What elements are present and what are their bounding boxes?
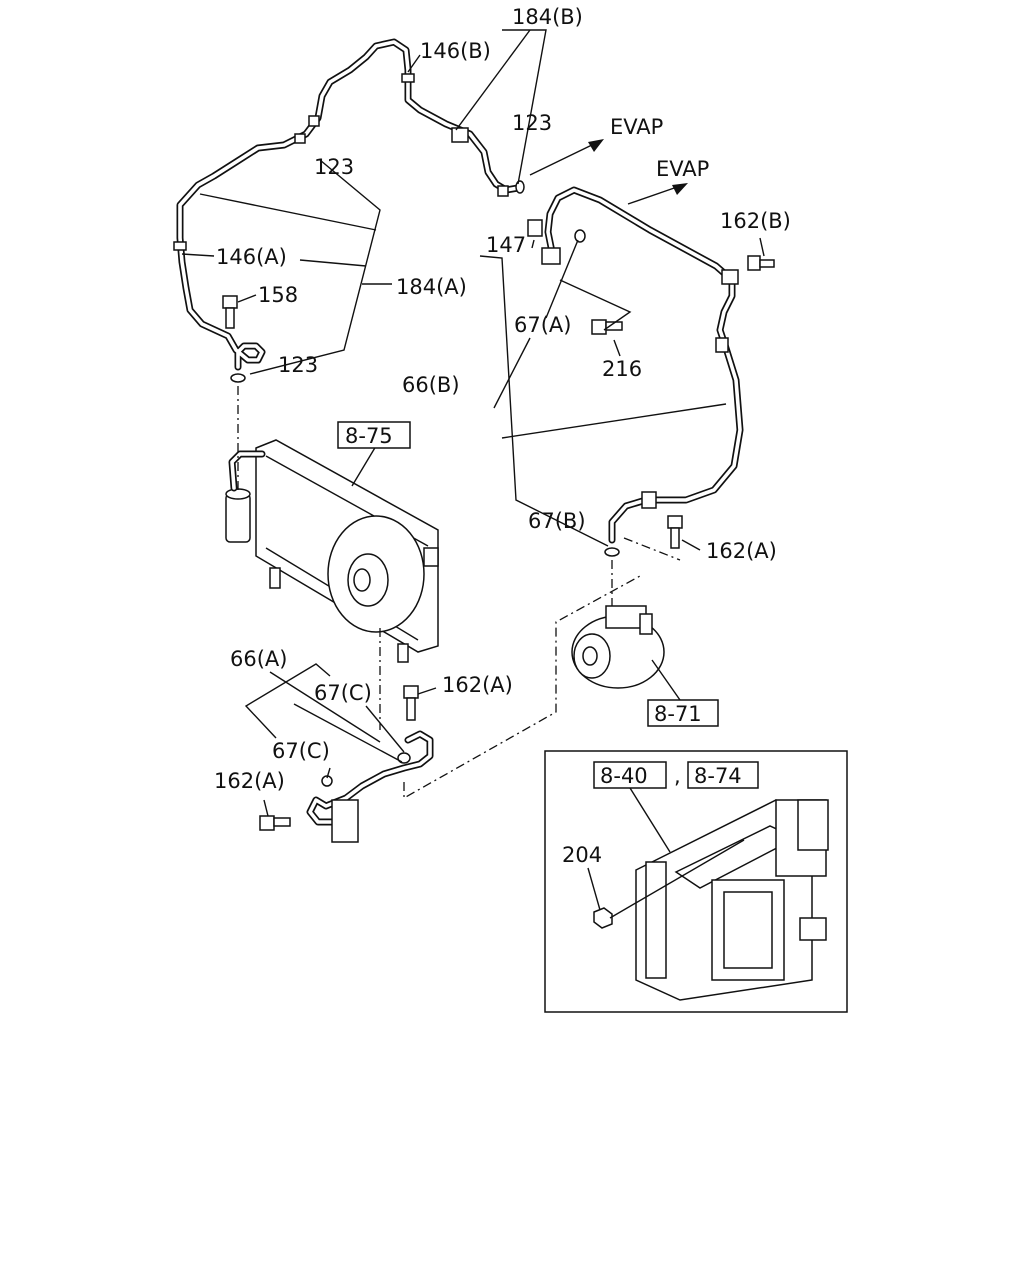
evaporator-core — [723, 891, 773, 969]
leaders-right — [479, 237, 765, 561]
receiver-top — [225, 488, 251, 500]
compressor-clutch-connector — [639, 613, 653, 635]
label-67c-lower: 67(C) — [272, 739, 330, 763]
label-204: 204 — [562, 843, 602, 867]
fan-center — [353, 568, 371, 592]
o-ring — [574, 229, 586, 243]
o-ring — [604, 547, 620, 557]
pipe-assembly-184 — [173, 38, 525, 383]
label-123-top: 123 — [512, 111, 552, 135]
leader-204 — [587, 867, 601, 911]
duct-flange — [797, 799, 829, 851]
o-ring — [397, 752, 411, 764]
bolt-shank — [273, 817, 291, 827]
pipe-fitting — [294, 133, 306, 144]
bracket — [397, 643, 409, 663]
label-67c-upper: 67(C) — [314, 681, 372, 705]
label-evap-1: EVAP — [610, 115, 663, 139]
leader-8-40 — [629, 787, 671, 853]
label-67b: 67(B) — [528, 509, 586, 533]
bolt-shank — [225, 307, 235, 329]
drain-pipe — [799, 917, 827, 941]
ref-box-8-40 — [593, 761, 667, 789]
ref-box-8-71 — [647, 699, 719, 727]
label-158: 158 — [258, 283, 298, 307]
pipe-66b — [527, 186, 775, 557]
case-edge — [645, 861, 667, 979]
label-66b: 66(B) — [402, 373, 460, 397]
arrow-head — [672, 183, 688, 195]
ref-8-74: 8-74 — [694, 764, 742, 788]
ref-8-75: 8-75 — [345, 424, 393, 448]
label-123-low: 123 — [278, 353, 318, 377]
bolt-shank — [406, 697, 416, 721]
bolt-shank — [670, 527, 680, 549]
pipe-66a — [259, 685, 434, 843]
pipe-fitting — [451, 127, 469, 143]
leader-204-bolt — [609, 839, 745, 919]
label-67a: 67(A) — [514, 313, 571, 337]
nut — [593, 907, 613, 929]
ref-8-71: 8-71 — [654, 702, 702, 726]
compressor — [571, 605, 665, 689]
bolt-head — [403, 685, 419, 699]
bolt-shank — [605, 321, 623, 331]
pipe-fitting — [308, 115, 320, 127]
label-evap-2: EVAP — [656, 157, 709, 181]
bolt-head — [747, 255, 761, 271]
o-ring — [515, 180, 525, 194]
pipe-fitting — [715, 337, 729, 353]
condenser-assembly — [225, 439, 439, 663]
evap-arrows — [529, 139, 688, 205]
bolt-head — [591, 319, 607, 335]
pipe-fitting — [641, 491, 657, 509]
bolt-head — [259, 815, 275, 831]
leader-8-75 — [351, 445, 377, 487]
pipe-clamp — [173, 241, 187, 251]
label-66a: 66(A) — [230, 647, 287, 671]
bolt-head — [667, 515, 683, 529]
label-216: 216 — [602, 357, 642, 381]
compressor-hub — [582, 646, 598, 666]
label-162a-right: 162(A) — [706, 539, 777, 563]
leader-8-71 — [651, 659, 681, 701]
evaporator-unit — [593, 799, 829, 1001]
ref-separator: , — [674, 764, 681, 788]
ref-box-8-75 — [337, 421, 411, 449]
label-162b: 162(B) — [720, 209, 791, 233]
label-146b: 146(B) — [420, 39, 491, 63]
bolt-head — [222, 295, 238, 309]
pipe-fitting — [541, 247, 561, 265]
leaders-lower-left — [244, 560, 641, 817]
connector — [423, 547, 439, 567]
label-146a: 146(A) — [216, 245, 287, 269]
pipe-fitting — [721, 269, 739, 285]
label-162a-mid: 162(A) — [442, 673, 513, 697]
muffler — [331, 799, 359, 843]
o-ring — [230, 373, 246, 383]
arrow-head — [588, 139, 604, 152]
pipe-fitting — [497, 185, 509, 197]
ref-box-8-74 — [687, 761, 759, 789]
pipe-clamp — [401, 73, 415, 83]
label-184b: 184(B) — [512, 5, 583, 29]
cap — [527, 219, 543, 237]
bracket — [269, 567, 281, 589]
ref-8-40: 8-40 — [600, 764, 648, 788]
label-162a-left: 162(A) — [214, 769, 285, 793]
receiver-drier — [225, 493, 251, 543]
bolt-shank — [759, 259, 775, 268]
label-147: 147 — [486, 233, 526, 257]
leaders-upper-left — [181, 29, 547, 375]
label-184a: 184(A) — [396, 275, 467, 299]
label-123-mid: 123 — [314, 155, 354, 179]
